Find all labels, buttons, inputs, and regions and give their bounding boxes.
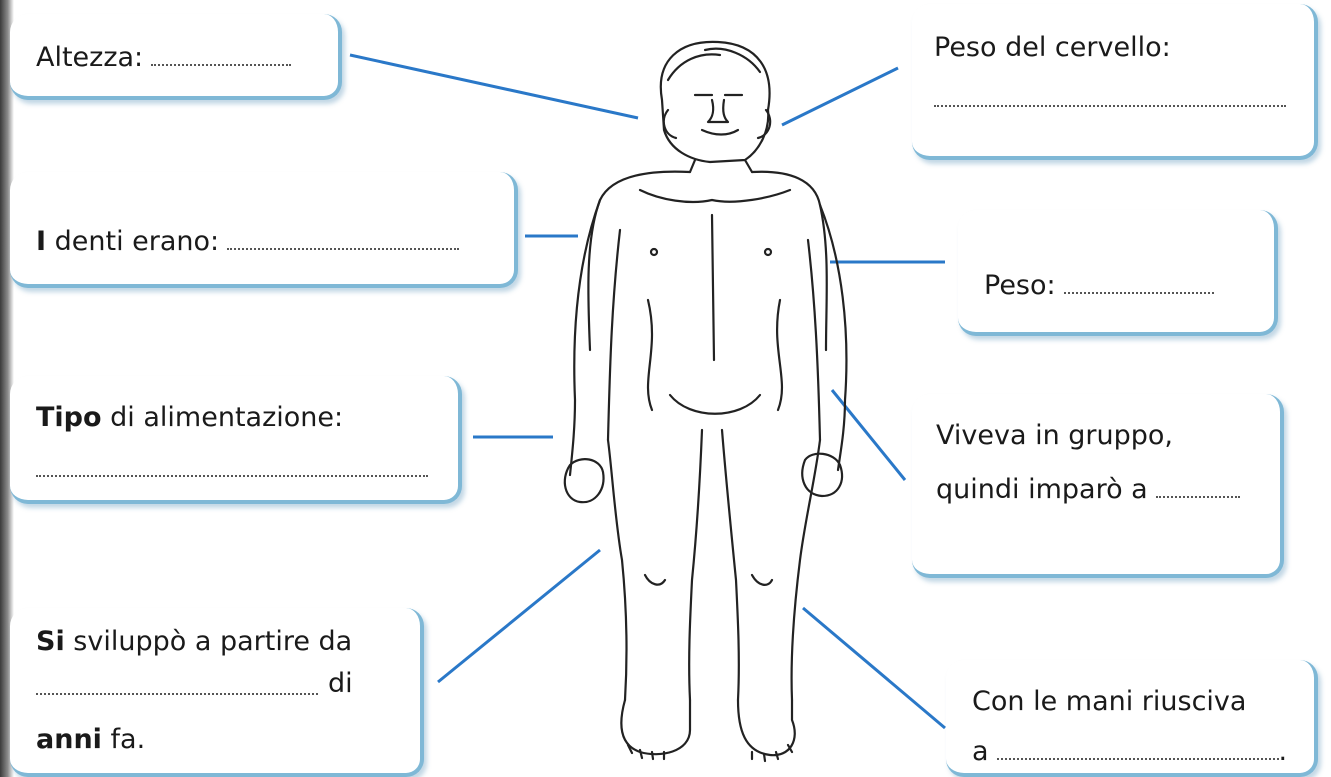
label-gruppo-line1: Viveva in gruppo, xyxy=(936,420,1174,451)
label-mani-end: . xyxy=(1278,736,1288,767)
label-sviluppo-line3: fa. xyxy=(110,724,146,755)
connector-mani xyxy=(802,606,946,730)
connector-sviluppo xyxy=(437,548,601,684)
answer-line-mani[interactable] xyxy=(996,757,1279,760)
label-peso: Peso: xyxy=(984,270,1056,301)
label-mani-line1: Con le mani riusciva xyxy=(972,686,1247,717)
box-altezza: Altezza: xyxy=(10,14,342,100)
answer-line-altezza[interactable] xyxy=(151,63,292,66)
answer-line-sviluppo[interactable] xyxy=(36,692,318,695)
answer-line-peso-cervello[interactable] xyxy=(934,104,1286,107)
box-gruppo: Viveva in gruppo, quindi imparò a xyxy=(912,394,1284,578)
connector-peso-cervello xyxy=(781,66,899,127)
label-gruppo-line2: quindi imparò a xyxy=(936,474,1148,505)
label-sviluppo-line2: di xyxy=(328,668,353,699)
connector-altezza xyxy=(349,53,639,120)
label-alimentazione: di alimentazione: xyxy=(110,402,344,433)
box-denti: I denti erano: xyxy=(10,172,518,288)
box-alimentazione: Tipo di alimentazione: xyxy=(10,376,462,504)
answer-line-gruppo[interactable] xyxy=(1155,495,1240,498)
answer-line-alimentazione[interactable] xyxy=(36,474,428,477)
label-denti-initial: I xyxy=(36,226,47,257)
box-peso: Peso: xyxy=(958,210,1278,336)
label-sviluppo-initial: Si xyxy=(36,626,65,657)
label-mani-line2: a xyxy=(972,736,989,767)
box-sviluppo: Si sviluppò a partire da di anni fa. xyxy=(10,608,424,777)
label-peso-cervello: Peso del cervello: xyxy=(934,32,1171,63)
answer-line-peso[interactable] xyxy=(1063,291,1214,294)
answer-line-denti[interactable] xyxy=(227,247,460,250)
label-sviluppo-line1: sviluppò a partire da xyxy=(73,626,353,657)
label-altezza: Altezza: xyxy=(36,42,144,73)
box-mani: Con le mani riusciva a. xyxy=(946,660,1318,777)
box-peso-cervello: Peso del cervello: xyxy=(912,4,1318,160)
label-sviluppo-line3-initial: anni xyxy=(36,724,102,755)
label-alimentazione-initial: Tipo xyxy=(36,402,102,433)
label-denti: denti erano: xyxy=(54,226,220,257)
